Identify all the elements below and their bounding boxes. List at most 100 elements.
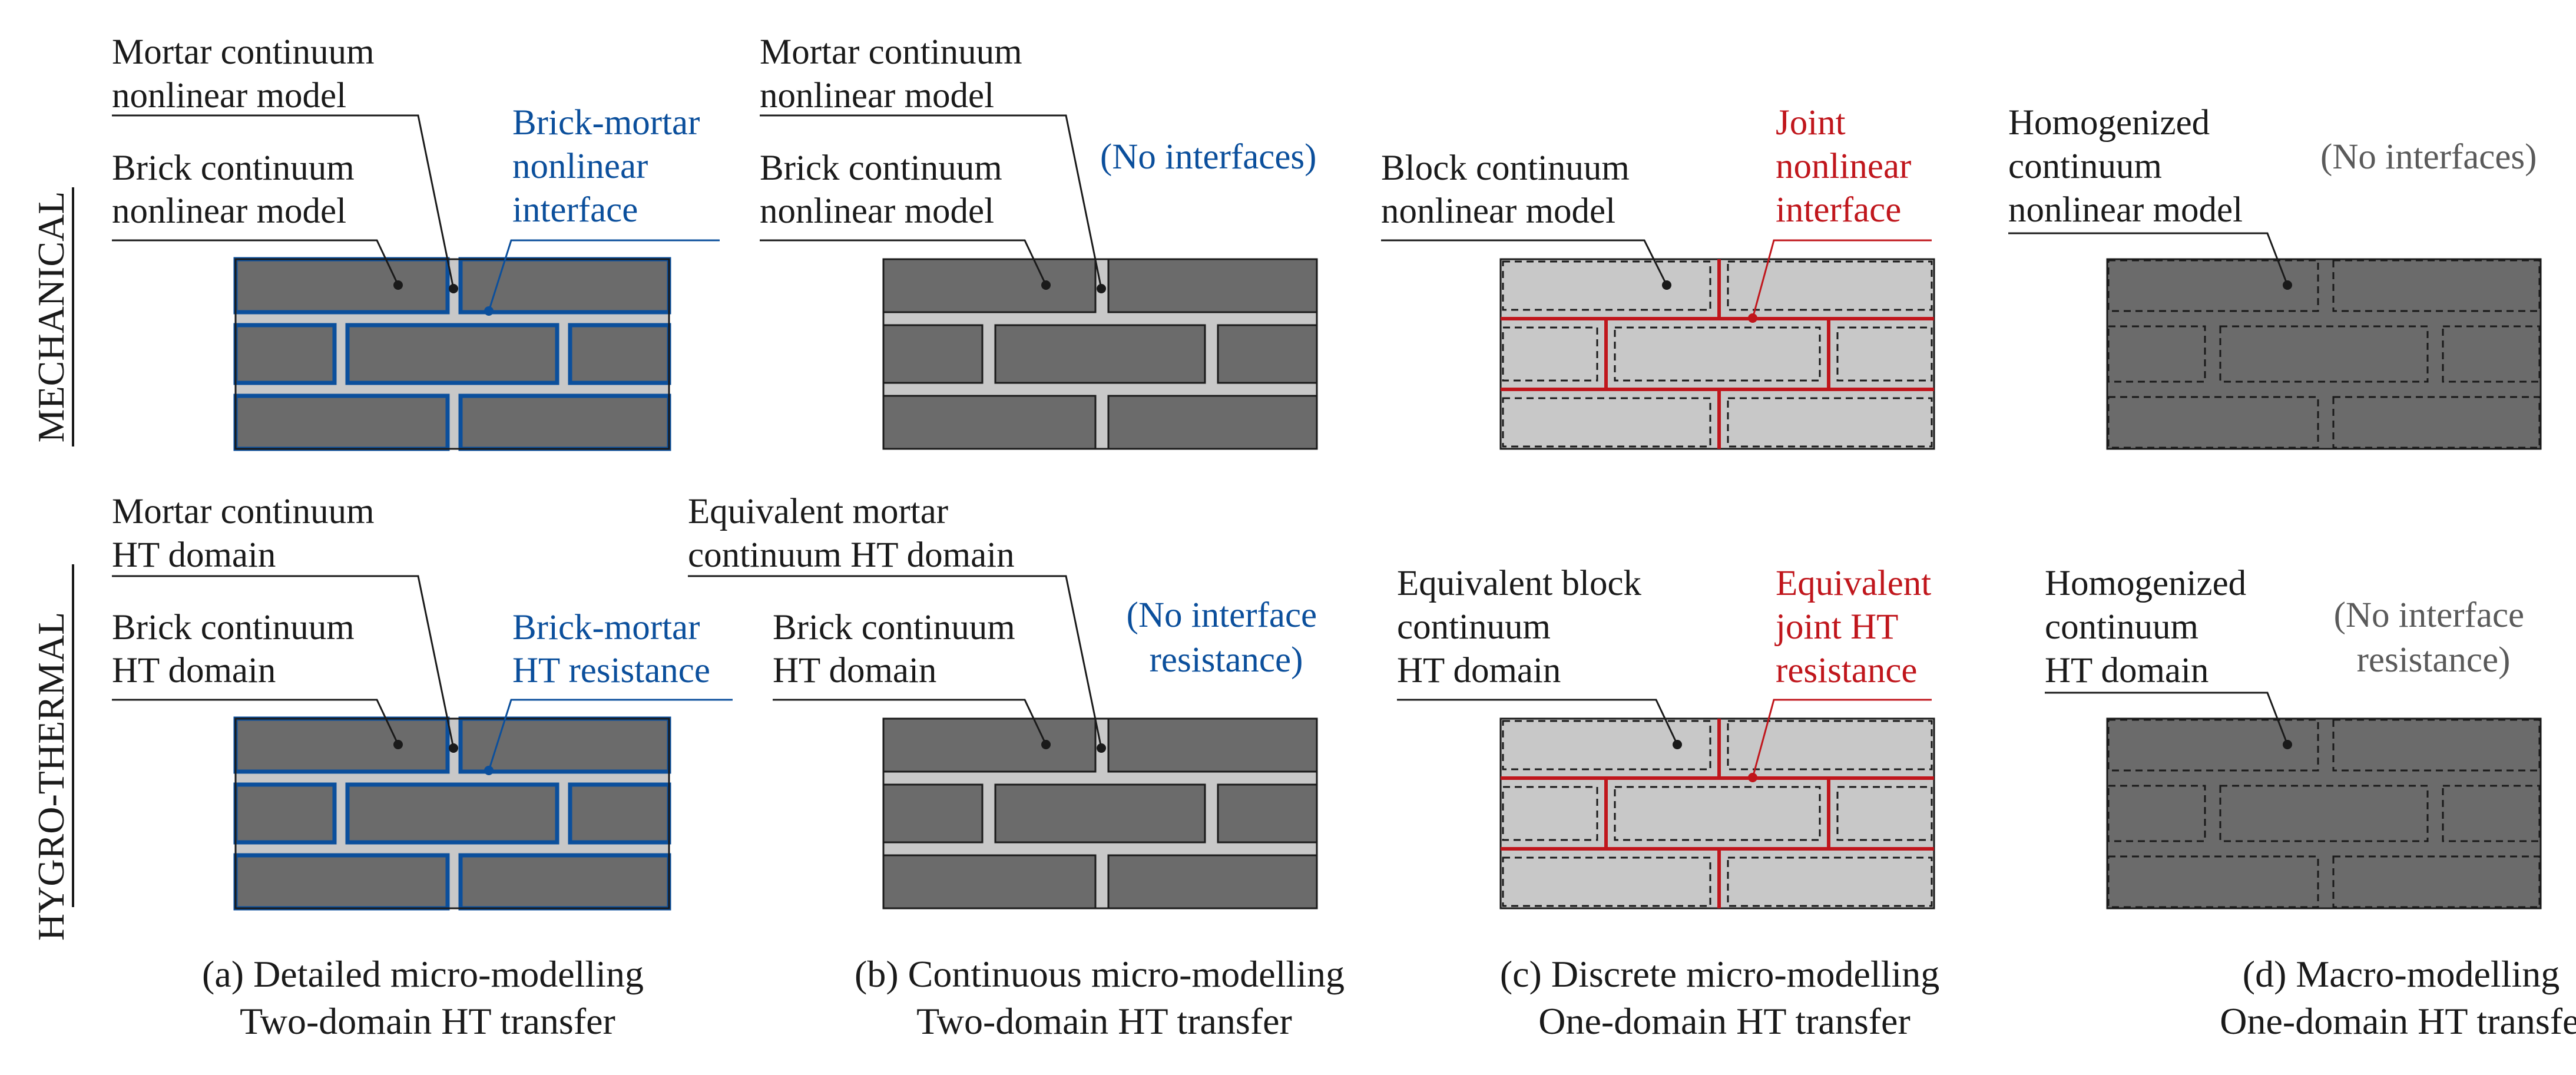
hyg-a-brick-leader bbox=[112, 699, 399, 745]
dashed-brick-outline bbox=[2442, 325, 2541, 383]
hyg-b-brick-leader bbox=[773, 699, 1047, 745]
dashed-brick-outline bbox=[1727, 856, 1933, 907]
mech-c-joint-dot bbox=[1748, 313, 1757, 323]
brick-unit bbox=[1107, 258, 1318, 313]
hyg-a-brick-label: Brick continuum HT domain bbox=[112, 608, 363, 690]
dashed-brick-outline bbox=[2107, 785, 2206, 842]
mech-b-mortar-leader bbox=[760, 114, 1102, 289]
panel-outline bbox=[882, 258, 1318, 450]
mech-a-mortar-leader bbox=[112, 114, 455, 289]
dashed-brick-outline bbox=[1614, 326, 1821, 382]
hyg-d-note: (No interface resistance) bbox=[2334, 596, 2534, 680]
mech-c-joint-label: Joint nonlinear interface bbox=[1776, 103, 1921, 230]
wall-panel-macro-mechanical bbox=[2106, 258, 2542, 450]
dashed-brick-outline bbox=[1727, 720, 1933, 770]
mech-b-note: (No interfaces) bbox=[1100, 137, 1317, 177]
brick-unit bbox=[458, 853, 671, 911]
hyg-a-mortar-dot bbox=[449, 743, 458, 753]
hyg-c-block-leader bbox=[1397, 699, 1678, 745]
mech-b-mortar-label: Mortar continuum nonlinear model bbox=[760, 32, 1031, 115]
caption-c: (c) Discrete micro-modelling One-domain … bbox=[1500, 953, 1949, 1042]
dashed-brick-outline bbox=[2107, 325, 2206, 383]
caption-a: (a) Detailed micro-modelling Two-domain … bbox=[202, 953, 653, 1042]
hyg-c-block-label: Equivalent block continuum HT domain bbox=[1397, 564, 1650, 690]
dashed-brick-outline bbox=[1836, 326, 1933, 382]
mech-b-brick-label: Brick continuum nonlinear model bbox=[760, 148, 1011, 231]
dashed-brick-outline bbox=[2442, 785, 2541, 842]
brick-unit bbox=[1107, 395, 1318, 450]
mech-d-homog-label: Homogenized continuum nonlinear model bbox=[2008, 103, 2243, 230]
wall-panel-macro-hygrothermal bbox=[2106, 717, 2542, 909]
dashed-brick-outline bbox=[2332, 855, 2541, 908]
brick-unit bbox=[233, 782, 337, 845]
panel-outline bbox=[234, 258, 670, 450]
hyg-c-block-dot bbox=[1673, 740, 1682, 749]
hyg-b-brick-label: Brick continuum HT domain bbox=[773, 608, 1024, 690]
dashed-brick-outline bbox=[2107, 259, 2319, 312]
wall-panel-discrete-hygrothermal bbox=[1499, 717, 1935, 909]
dashed-brick-outline bbox=[1727, 260, 1933, 311]
wall-panel-detailed-hygrothermal bbox=[233, 716, 671, 911]
mech-d-homog-leader bbox=[2008, 232, 2289, 286]
mech-a-interface-leader bbox=[488, 239, 720, 312]
mech-b-mortar-dot bbox=[1097, 284, 1106, 293]
dashed-brick-outline bbox=[1836, 786, 1933, 841]
dashed-brick-outline bbox=[1502, 326, 1598, 382]
homogenized-background bbox=[2106, 258, 2542, 450]
brick-unit bbox=[345, 782, 559, 845]
mech-b-brick-leader bbox=[760, 239, 1047, 286]
hyg-a-interface-leader bbox=[488, 699, 733, 771]
brick-unit bbox=[458, 393, 671, 451]
hyg-a-mortar-leader bbox=[112, 575, 455, 749]
mech-a-interface-label: Brick-mortar nonlinear interface bbox=[512, 103, 709, 230]
panel-outline bbox=[882, 717, 1318, 909]
row-label-hygrothermal: HYGRO-THERMAL bbox=[30, 612, 72, 941]
hyg-b-note: (No interface resistance) bbox=[1127, 596, 1326, 680]
homogenized-background bbox=[2106, 717, 2542, 909]
dashed-brick-outline bbox=[1502, 260, 1711, 311]
dashed-brick-outline bbox=[1502, 720, 1711, 770]
mech-a-brick-dot bbox=[393, 280, 403, 290]
hyg-b-mortar-dot bbox=[1097, 743, 1106, 753]
hyg-b-mortar-leader bbox=[688, 575, 1102, 749]
brick-unit bbox=[233, 257, 450, 315]
dashed-brick-outline bbox=[2107, 719, 2319, 772]
hyg-a-interface-dot bbox=[484, 766, 494, 775]
dashed-brick-outline bbox=[1614, 786, 1821, 841]
mech-d-note: (No interfaces) bbox=[2320, 137, 2537, 177]
brick-unit bbox=[233, 323, 337, 385]
hyg-c-joint-label: Equivalent joint HT resistance bbox=[1774, 564, 1941, 690]
hyg-c-joint-leader bbox=[1751, 699, 1932, 778]
row-label-mechanical: MECHANICAL bbox=[30, 191, 72, 443]
brick-unit bbox=[233, 393, 450, 451]
brick-unit bbox=[882, 717, 1097, 773]
caption-d: (d) Macro-modelling One-domain HT transf… bbox=[2220, 953, 2576, 1042]
panel-outline bbox=[234, 717, 670, 909]
brick-unit bbox=[1217, 324, 1318, 384]
brick-unit bbox=[994, 324, 1206, 384]
wall-panel-discrete-mechanical bbox=[1499, 258, 1935, 450]
brick-unit bbox=[345, 323, 559, 385]
dashed-brick-outline bbox=[1502, 397, 1711, 448]
dashed-brick-outline bbox=[1727, 397, 1933, 448]
dashed-brick-outline bbox=[2107, 855, 2319, 908]
brick-unit bbox=[568, 323, 671, 385]
dashed-brick-outline bbox=[2332, 259, 2541, 312]
brick-unit bbox=[233, 853, 450, 911]
hyg-b-mortar-label: Equivalent mortar continuum HT domain bbox=[688, 492, 1015, 575]
dashed-brick-outline bbox=[2332, 396, 2541, 449]
hyg-a-interface-label: Brick-mortar HT resistance bbox=[512, 608, 710, 690]
mech-c-block-leader bbox=[1381, 239, 1668, 286]
dashed-brick-outline bbox=[2107, 396, 2319, 449]
brick-unit bbox=[994, 783, 1206, 844]
hyg-a-mortar-label: Mortar continuum HT domain bbox=[112, 492, 383, 575]
brick-unit bbox=[568, 782, 671, 845]
mech-a-mortar-label: Mortar continuum nonlinear model bbox=[112, 32, 383, 115]
mech-c-joint-leader bbox=[1751, 239, 1932, 319]
brick-unit bbox=[882, 783, 984, 844]
mech-a-interface-dot bbox=[484, 306, 494, 316]
caption-b: (b) Continuous micro-modelling Two-domai… bbox=[855, 953, 1354, 1042]
mech-a-mortar-dot bbox=[449, 284, 458, 293]
